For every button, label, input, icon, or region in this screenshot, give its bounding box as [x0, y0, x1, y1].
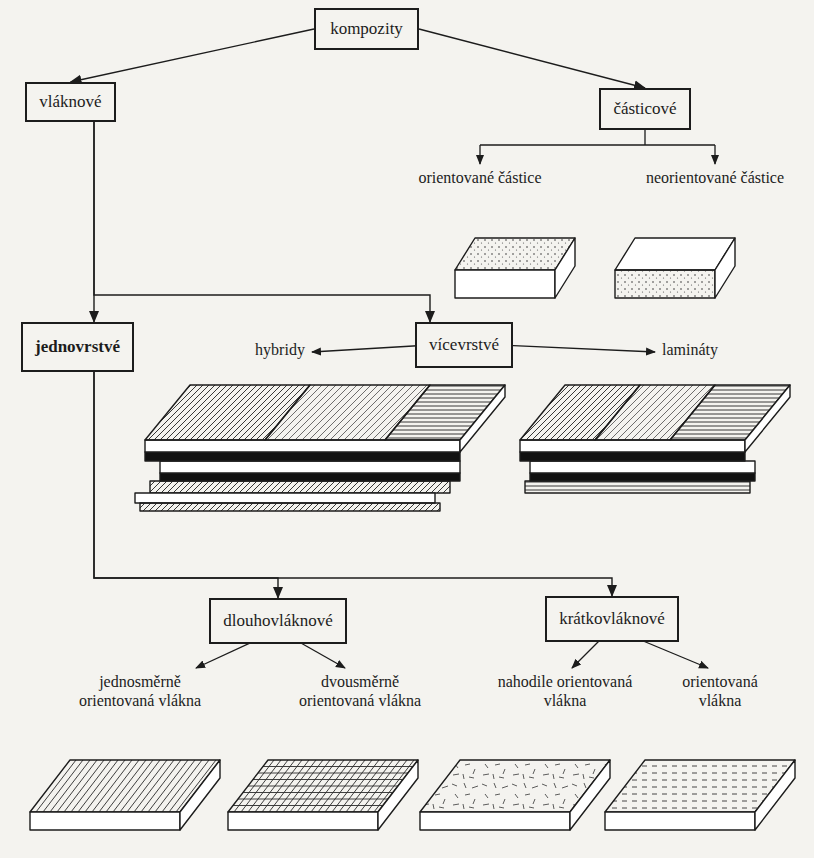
type-label: jednosměrně orientovaná vlákna: [65, 672, 215, 710]
category-box: krátkovláknové: [545, 596, 679, 642]
connector-arrow: [419, 29, 645, 88]
type-label: orientované částice: [390, 168, 570, 187]
box-label: krátkovláknové: [559, 609, 665, 629]
box-label: kompozity: [330, 19, 403, 39]
fibre-stroke: [238, 799, 388, 800]
connector-arrow: [94, 372, 612, 596]
fibre-stroke: [233, 805, 383, 806]
fibre-stroke: [243, 792, 393, 793]
connector-arrow: [71, 29, 315, 82]
type-label: lamináty: [650, 340, 730, 359]
category-box: jednovrstvé: [21, 322, 134, 372]
box-label: vláknové: [39, 92, 101, 112]
type-label: hybridy: [240, 340, 320, 359]
fibre-stroke: [258, 773, 408, 774]
category-box: dlouhovláknové: [209, 598, 347, 644]
box-label: jednovrstvé: [35, 337, 120, 357]
type-label: neorientované částice: [630, 168, 800, 187]
category-box: vícevrstvé: [415, 322, 513, 368]
fibre-stroke: [248, 786, 398, 787]
type-label: orientovaná vlákna: [670, 672, 770, 710]
category-box: kompozity: [314, 8, 419, 50]
fibre-stroke: [253, 779, 403, 780]
type-label: dvousměrně orientovaná vlákna: [285, 672, 435, 710]
fibre-stroke: [263, 766, 413, 767]
category-box: částicové: [599, 88, 691, 130]
box-label: vícevrstvé: [429, 335, 499, 355]
connector-arrow: [94, 122, 430, 322]
box-label: dlouhovláknové: [223, 611, 333, 631]
type-label: nahodile orientovaná vlákna: [495, 672, 635, 710]
connector-arrow: [94, 372, 278, 598]
category-box: vláknové: [25, 82, 116, 122]
box-label: částicové: [613, 99, 676, 119]
